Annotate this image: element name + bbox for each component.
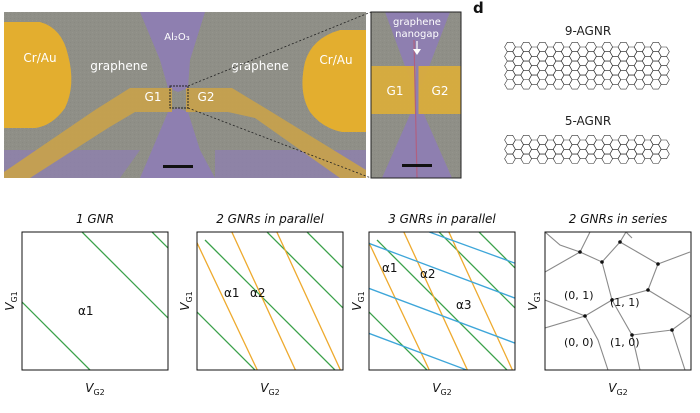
plot-3-frame	[368, 231, 516, 371]
dielectric-label: Al₂O₃	[164, 32, 190, 43]
panel-letter-d: d	[473, 0, 484, 17]
plot-1-ylabel: VG1	[3, 291, 19, 311]
ribbon-hexagon	[658, 56, 670, 67]
nanogap-label-line2: nanogap	[395, 29, 439, 40]
zoom-g2-label: G2	[432, 84, 449, 98]
plot-1-gnr: 1 GNR α1	[21, 212, 169, 371]
plot-4-label-10: (1, 0)	[610, 336, 640, 349]
ribbon-hexagon	[658, 149, 670, 160]
connector-top	[187, 11, 372, 87]
zoom-box	[169, 85, 189, 109]
plot-4-label-01: (0, 1)	[564, 289, 594, 302]
plot-2-title: 2 GNRs in parallel	[216, 212, 324, 226]
ribbon-5agnr	[504, 135, 670, 164]
gate-g2-strip	[186, 88, 366, 178]
plot-3-lines	[369, 232, 515, 370]
plot-3-gnrs-parallel: 3 GNRs in parallel α1 α2 α3	[368, 212, 516, 371]
plot-2-label-a2: α2	[250, 286, 266, 300]
gate-g1-strip	[4, 88, 172, 178]
plot-4-label-11: (1, 1)	[610, 296, 640, 309]
graphene-left-label: graphene	[90, 59, 148, 73]
plot-1-lines	[22, 232, 168, 370]
plot-2-xlabel: VG2	[260, 381, 280, 397]
ribbon-hexagon	[658, 74, 670, 85]
plot-2-ylabel: VG1	[178, 291, 194, 311]
plot-2-lines	[197, 232, 343, 370]
ribbon-9agnr-label: 9-AGNR	[565, 24, 611, 38]
axis-labels: VG1 VG2 VG1 VG2 VG1 VG2 VG1 VG2	[3, 291, 628, 397]
plot-3-ylabel: VG1	[350, 291, 366, 311]
scale-bar	[163, 165, 193, 168]
ribbon-5agnr-label: 5-AGNR	[565, 114, 611, 128]
contact-left	[4, 22, 72, 128]
plot-1-frame	[21, 231, 169, 371]
zoom-scale-bar	[402, 164, 432, 167]
dielectric-top-region	[140, 12, 205, 92]
plot-3-label-a2: α2	[420, 267, 436, 281]
plot-3-title: 3 GNRs in parallel	[388, 212, 496, 226]
plot-1-xlabel: VG2	[85, 381, 105, 397]
ribbon-hexagon	[658, 139, 670, 150]
nanogap-label-line1: graphene	[393, 17, 441, 28]
plot-4-gnrs-series: 2 GNRs in series	[544, 212, 692, 371]
dielectric-bottom-region	[140, 108, 215, 178]
plot-2-gnrs-parallel: 2 GNRs in parallel α1 α2	[196, 212, 344, 371]
contact-left-label: Cr/Au	[23, 51, 56, 65]
plot-4-frame	[544, 231, 692, 371]
plot-3-label-a1: α1	[382, 261, 398, 275]
contact-right-label: Cr/Au	[319, 53, 352, 67]
plot-4-label-00: (0, 0)	[564, 336, 594, 349]
zoom-g1-label: G1	[387, 84, 404, 98]
plot-4-title: 2 GNRs in series	[569, 212, 667, 226]
plot-3-label-a3: α3	[456, 298, 472, 312]
plot-1-title: 1 GNR	[76, 212, 114, 226]
gate-g2-label: G2	[198, 90, 215, 104]
graphene-right-label: graphene	[231, 59, 289, 73]
plot-4-triple-points	[578, 240, 674, 337]
zoom-inset	[371, 12, 461, 178]
ribbon-hexagon	[658, 46, 670, 57]
ribbon-9agnr	[504, 42, 670, 90]
plot-2-frame	[196, 231, 344, 371]
device-micrograph	[4, 12, 366, 178]
plot-2-label-a1: α1	[224, 286, 240, 300]
connector-bottom	[187, 107, 372, 179]
ribbon-hexagon	[658, 65, 670, 76]
contact-right	[302, 30, 366, 132]
plot-4-xlabel: VG2	[608, 381, 628, 397]
plot-1-label-a1: α1	[78, 304, 94, 318]
plot-3-xlabel: VG2	[432, 381, 452, 397]
plot-4-ylabel: VG1	[526, 291, 542, 311]
gate-g1-label: G1	[145, 90, 162, 104]
